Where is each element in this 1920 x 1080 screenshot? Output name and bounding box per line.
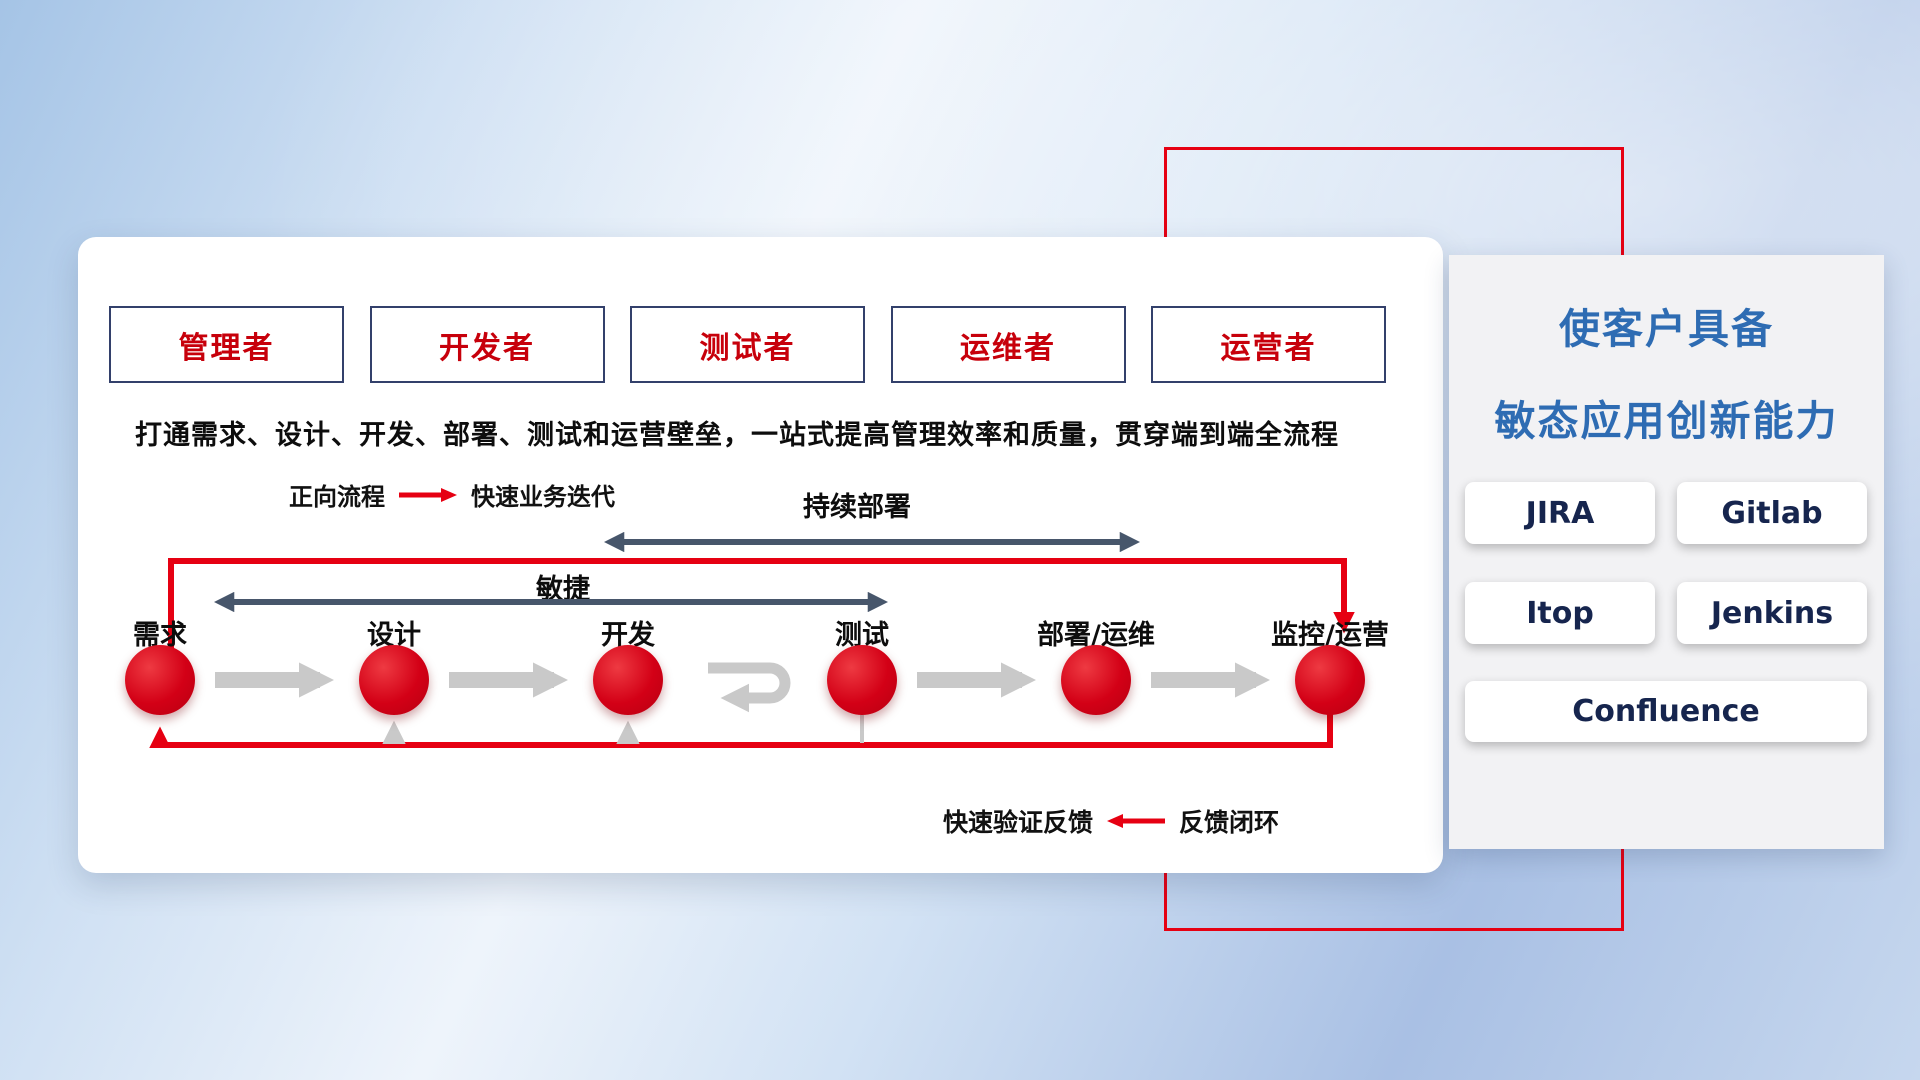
tool-label: Gitlab	[1721, 495, 1823, 531]
role-label: 测试者	[699, 330, 796, 366]
role-label: 运营者	[1220, 330, 1317, 366]
legend-forward-description: 快速业务迭代	[471, 483, 615, 511]
legend-feedback-label: 快速验证反馈	[943, 808, 1094, 837]
role-box-manager: 管理者	[109, 306, 344, 383]
role-box-tester: 测试者	[630, 306, 865, 383]
tool-label: JIRA	[1525, 495, 1595, 531]
role-label: 开发者	[439, 330, 535, 366]
panel-title-line1: 使客户具备	[1559, 305, 1774, 353]
panel-title-line2: 敏态应用创新能力	[1494, 397, 1839, 445]
role-box-ops: 运维者	[890, 306, 1126, 383]
tool-label: Itop	[1526, 595, 1594, 631]
role-box-developer: 开发者	[369, 306, 605, 383]
tool-chip-jira: JIRA	[1465, 482, 1655, 544]
iteration-loop-icon	[708, 662, 791, 713]
flow-node-design	[359, 645, 429, 715]
role-label: 管理者	[178, 330, 275, 366]
continuous-deployment-label: 持续部署	[803, 492, 911, 523]
feedback-arrow-icon	[1107, 814, 1166, 828]
devops-flow-card: 管理者 开发者 测试者 运维者 运营者 打通需求、设计、开发、部署、测试和运营壁…	[78, 237, 1443, 873]
tool-chip-itop: Itop	[1465, 582, 1655, 644]
flow-node-requirements	[125, 645, 195, 715]
forward-loop-line	[168, 558, 1355, 651]
card-subtitle: 打通需求、设计、开发、部署、测试和运营壁垒，一站式提高管理效率和质量，贯穿端到端…	[135, 420, 1339, 451]
tool-chip-jenkins: Jenkins	[1677, 582, 1867, 644]
legend-feedback-loop: 快速验证反馈 反馈闭环	[943, 803, 1279, 839]
forward-arrow-icon	[399, 487, 457, 502]
legend-forward-flow: 正向流程 快速业务迭代	[289, 477, 615, 512]
legend-forward-label: 正向流程	[289, 483, 385, 511]
flow-node-development	[593, 645, 663, 715]
legend-feedback-description: 反馈闭环	[1179, 808, 1280, 837]
role-box-operator: 运营者	[1151, 306, 1386, 383]
capability-panel: 使客户具备 敏态应用创新能力 JIRA Gitlab Itop Jenkins …	[1449, 255, 1884, 849]
flow-diagram-lines	[149, 531, 1355, 749]
feedback-loop-line	[149, 713, 1333, 749]
tool-label: Jenkins	[1710, 595, 1834, 631]
tool-chip-confluence: Confluence	[1465, 681, 1867, 742]
flow-node-testing	[827, 645, 897, 715]
flow-node-deploy-ops	[1061, 645, 1131, 715]
role-label: 运维者	[960, 330, 1056, 366]
tool-label: Confluence	[1572, 694, 1760, 729]
roles-row: 管理者 开发者 测试者 运维者 运营者	[109, 306, 1386, 383]
flow-node-monitor-operate	[1295, 645, 1365, 715]
tool-chip-gitlab: Gitlab	[1677, 482, 1867, 544]
